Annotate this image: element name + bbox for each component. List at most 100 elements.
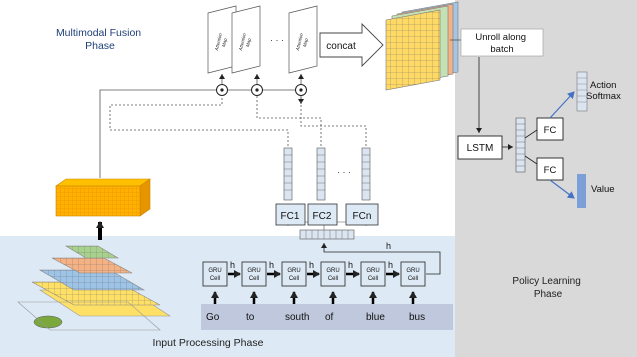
fc-output-vector-n [361,147,371,201]
hidden-label-5: h [388,260,393,270]
concat-arrow: concat [319,22,384,68]
feature-tensor-front [55,185,141,217]
multimodal-fusion-title: Multimodal Fusion Phase [56,27,144,52]
multimodal-fusion-title-line-2: Phase [85,40,115,52]
word-row: Go to south of blue bus [201,304,453,330]
dot-product-1 [216,84,228,96]
unroll-label-line-1: Unroll along [475,32,526,43]
cnn-layer-stack [17,245,172,331]
feature-tensor-top [55,178,151,187]
word-box-4 [361,304,401,330]
word-1: to [246,312,255,323]
feature-tensor [55,178,151,217]
hidden-label-3: h [309,260,314,270]
softmax-label: Softmax [586,91,621,102]
hidden-label-2: h [269,260,274,270]
unroll-box: Unroll along batch [460,28,544,57]
svg-text:Attention Map: Attention Map [238,31,254,53]
attention-map-n-line-2: Map [302,37,309,47]
attention-map-2-line-2: Map [245,37,252,47]
vector-to-value-fc [524,155,538,165]
cnn-layer-green-grid [66,246,118,258]
dot-product-n [295,84,307,96]
multimodal-fusion-title-line-1: Multimodal Fusion [56,27,141,39]
word-box-1 [241,304,281,330]
final-hidden-path [321,243,441,275]
lstm-box: LSTM [457,135,503,160]
cnn-layer-blue-grid [40,270,144,290]
word-box-3 [321,304,361,330]
word-box-0 [201,304,241,330]
svg-text:Unroll along batch: Unroll along batch [475,32,528,55]
final-hidden-label: h [386,241,391,251]
fc-head-1-label: FC1 [281,211,300,222]
action-label: Action [590,80,616,91]
attention-map-n: Attention Map [288,5,318,74]
sentence-embedding-vector [299,229,355,240]
fcn-dotted-line [300,96,367,150]
unroll-label-line-2: batch [490,44,513,55]
attention-map-2-line-1: Attention [238,32,248,52]
concat-label: concat [326,41,356,52]
attention-map-1-line-1: Attention [214,32,224,52]
fc-head-2-label: FC2 [313,211,332,222]
word-5: bus [409,312,425,323]
hidden-label-4: h [348,260,353,270]
value-fc-label: FC [544,165,557,176]
dot-product-2 [251,84,263,96]
fc-output-vector-1 [283,147,293,201]
word-3: of [325,312,334,323]
policy-learning-title: Policy Learning Phase [512,276,583,300]
feature-to-fusion-line [99,89,304,178]
action-fc-label: FC [544,125,557,136]
attention-map-ellipsis: · · · [270,35,284,45]
fc-output-ellipsis: · · · [337,167,351,177]
svg-text:Attention Map: Attention Map [295,31,311,53]
lstm-label: LSTM [467,143,494,154]
attention-map-n-line-1: Attention [295,32,305,52]
word-box-5 [401,304,453,330]
input-image-frame [17,301,161,331]
policy-learning-title-line-1: Policy Learning [512,276,580,287]
vector-to-action-fc [524,129,538,139]
value-fc-to-value-arrow [549,179,575,199]
fc-head-1: FC1 [275,203,306,226]
fc2-dotted-line [256,96,322,150]
attention-map-2: Attention Map [231,5,261,74]
action-softmax-vector [576,71,588,112]
attention-map-1-line-2: Map [221,37,228,47]
svg-text:Attention Map: Attention Map [214,31,230,53]
word-to-gru-arrows [211,291,417,304]
action-fc-box: FC [536,117,564,141]
fc1-dotted-line [109,96,289,150]
hidden-label-1: h [230,260,235,270]
input-image-object [33,315,63,329]
value-label: Value [591,184,615,195]
concatenated-feature-maps [385,1,459,91]
policy-learning-title-line-2: Phase [534,289,563,300]
fc-head-2: FC2 [307,203,338,226]
input-processing-title: Input Processing Phase [153,337,264,349]
word-2: south [285,312,309,323]
fc-head-n: FCn [345,203,379,226]
action-fc-to-softmax-arrow [549,91,575,119]
word-box-2 [281,304,321,330]
cnn-layer-orange-grid [52,258,132,273]
lstm-output-vector [515,117,526,173]
value-fc-box: FC [536,157,564,181]
fc-head-n-label: FCn [353,211,372,222]
fc-output-vector-2 [316,147,326,201]
